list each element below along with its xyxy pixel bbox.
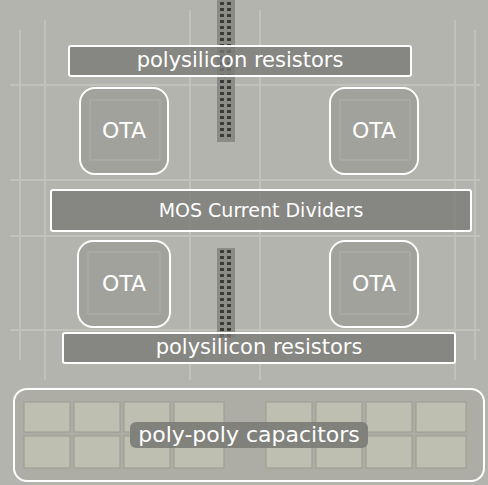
node-label: OTA [102,119,146,143]
ota-block: OTA [77,240,171,328]
node-label: polysilicon resistors [156,336,363,359]
resistor-band: polysilicon resistors [68,45,412,77]
node-label: poly-poly capacitors [130,422,367,448]
ota-block: OTA [79,87,169,175]
capacitor-region: poly-poly capacitors [13,388,485,482]
divider-band: MOS Current Dividers [50,189,472,232]
resistor-band: polysilicon resistors [62,332,456,364]
node-label: OTA [102,272,146,296]
node-label: MOS Current Dividers [159,200,364,221]
node-label: OTA [352,272,396,296]
node-label: polysilicon resistors [137,49,344,72]
ota-block: OTA [329,87,419,175]
node-label: OTA [352,119,396,143]
ota-block: OTA [329,240,419,328]
